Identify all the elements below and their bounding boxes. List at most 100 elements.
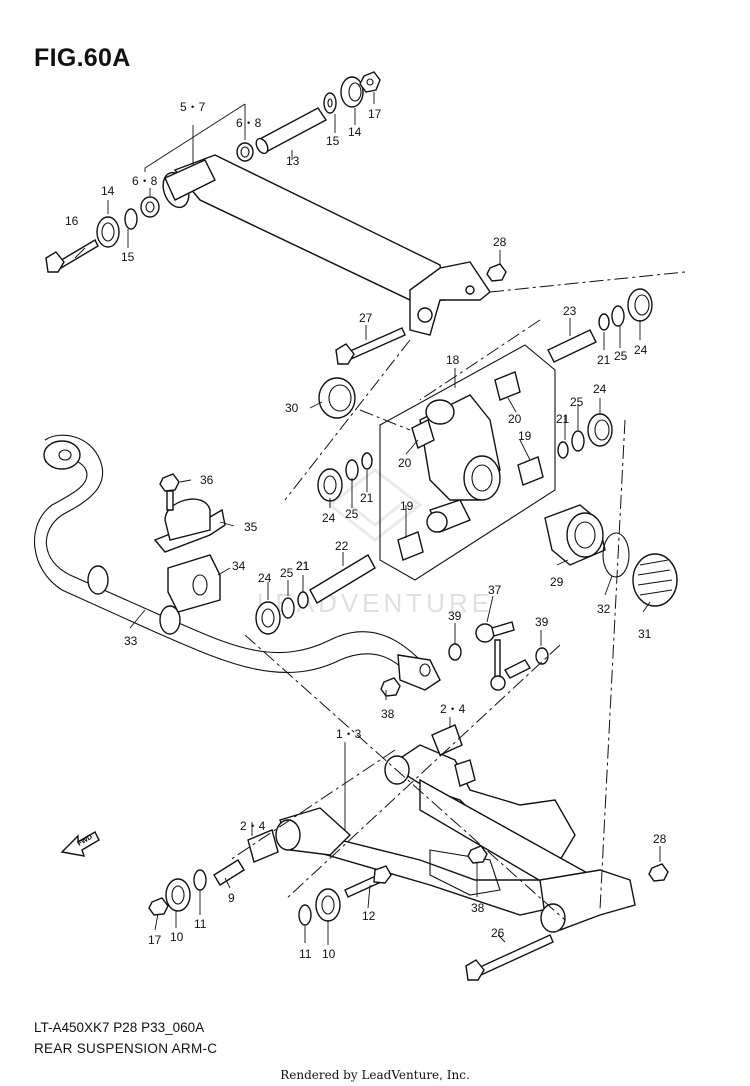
callout-6-8-top: 6・8 xyxy=(236,116,262,130)
callout-20-left: 20 xyxy=(398,456,412,470)
nut-17-bottom xyxy=(148,897,169,916)
bolt-27 xyxy=(335,327,406,365)
bush-19 xyxy=(397,456,544,561)
callout-labels: 5・7 6・8 6・8 13 15 14 17 14 16 15 28 27 2… xyxy=(65,100,667,961)
swing-arm-1-3 xyxy=(275,744,636,933)
callout-11-left: 11 xyxy=(194,917,207,931)
callout-17-top: 17 xyxy=(368,107,382,121)
callout-21-middle: 21 xyxy=(556,412,570,426)
nut-28-bottom xyxy=(648,863,669,882)
seal-30 xyxy=(318,377,356,419)
sleeve-9 xyxy=(213,859,245,886)
bolt-26 xyxy=(465,934,554,981)
callout-12: 12 xyxy=(362,909,376,923)
washer-39-right xyxy=(535,647,549,665)
callout-10-bottom: 10 xyxy=(322,947,336,961)
callout-36: 36 xyxy=(200,473,214,487)
bushing-13 xyxy=(255,107,328,155)
alignment-lines xyxy=(229,271,686,921)
callout-2-4-left: 2・4 xyxy=(240,819,266,833)
callout-34: 34 xyxy=(232,559,246,573)
bolt-12 xyxy=(344,865,392,898)
callout-39-right: 39 xyxy=(535,615,549,629)
callout-32: 32 xyxy=(597,602,611,616)
bracket-small xyxy=(454,759,476,787)
callout-33: 33 xyxy=(124,634,138,648)
bush-20 xyxy=(411,371,521,449)
callout-20-right: 20 xyxy=(508,412,522,426)
callout-9: 9 xyxy=(228,891,235,905)
callout-38-bottom: 38 xyxy=(471,901,485,915)
callout-28-top: 28 xyxy=(493,235,507,249)
bearing-29 xyxy=(544,504,606,566)
sleeve-23 xyxy=(547,329,597,363)
nut-38-bottom xyxy=(467,845,488,864)
callout-24-left: 24 xyxy=(322,511,336,525)
callout-38-top: 38 xyxy=(381,707,395,721)
watermark-text: LEADVENTURE xyxy=(257,588,493,618)
callout-27: 27 xyxy=(359,311,373,325)
washer-11-bottom xyxy=(298,904,312,926)
figure-title: FIG.60A xyxy=(34,44,131,72)
callout-25-lower: 25 xyxy=(280,566,294,580)
callout-14-left: 14 xyxy=(101,184,115,198)
stabilizer-bar-33 xyxy=(33,434,441,691)
callout-39-left: 39 xyxy=(448,609,462,623)
callout-22: 22 xyxy=(335,539,349,553)
callout-21-left: 21 xyxy=(360,491,374,505)
seal-set-upper-right xyxy=(598,288,653,331)
callout-14-top: 14 xyxy=(348,125,362,139)
cap-14-top xyxy=(340,76,364,108)
washer-39-left xyxy=(448,643,462,661)
callout-31: 31 xyxy=(638,627,652,641)
callout-25-middle: 25 xyxy=(570,395,584,409)
nut-28-top xyxy=(486,263,507,282)
link-rod-37 xyxy=(475,621,532,691)
leader-lines xyxy=(74,92,661,945)
callout-6-8-left: 6・8 xyxy=(132,174,158,188)
bolt-16 xyxy=(45,239,99,273)
callout-24-upper: 24 xyxy=(634,343,648,357)
model-code: LT-A450XK7 P28 P33_060A xyxy=(34,1020,205,1035)
nut-38-top xyxy=(380,677,401,697)
callout-21-upper: 21 xyxy=(597,353,611,367)
cap-10-left xyxy=(165,878,191,912)
callout-35: 35 xyxy=(244,520,258,534)
callout-23: 23 xyxy=(563,304,577,318)
callout-26: 26 xyxy=(491,926,505,940)
bush-34 xyxy=(167,554,221,613)
callout-11-bottom: 11 xyxy=(299,947,312,961)
callout-21-lower: 21 xyxy=(296,559,310,573)
callout-15-left: 15 xyxy=(121,250,135,264)
callout-25-upper: 25 xyxy=(614,349,628,363)
callout-24-lower: 24 xyxy=(258,571,272,585)
washer-11-left xyxy=(193,869,207,891)
callout-13: 13 xyxy=(286,154,300,168)
callout-19-right: 19 xyxy=(518,429,532,443)
seal-set-lower-left xyxy=(255,591,309,635)
knuckle-18 xyxy=(419,394,501,533)
callout-5-7: 5・7 xyxy=(180,100,206,114)
callout-25-left: 25 xyxy=(345,507,359,521)
upper-pivot-shaft xyxy=(162,154,491,336)
cap-10-bottom xyxy=(315,888,341,922)
knuckle-outline xyxy=(379,344,556,581)
boot-31 xyxy=(632,553,678,607)
spacer-6-8-left xyxy=(140,196,160,218)
callout-30: 30 xyxy=(285,401,299,415)
nut-17-top xyxy=(359,71,381,93)
collar-2-4 xyxy=(247,724,463,863)
callout-21-lower-alt: 21 xyxy=(296,559,310,573)
callout-24-middle: 24 xyxy=(593,382,607,396)
callout-28-bottom: 28 xyxy=(653,832,667,846)
bolt-36 xyxy=(159,473,180,511)
callout-19-left: 19 xyxy=(400,499,414,513)
callout-10-left: 10 xyxy=(170,930,184,944)
callout-15-top: 15 xyxy=(326,134,340,148)
circlip-32 xyxy=(602,532,630,578)
callout-16: 16 xyxy=(65,214,79,228)
sleeve-22 xyxy=(309,554,376,604)
callout-29: 29 xyxy=(550,575,564,589)
cap-14-left xyxy=(96,216,120,248)
